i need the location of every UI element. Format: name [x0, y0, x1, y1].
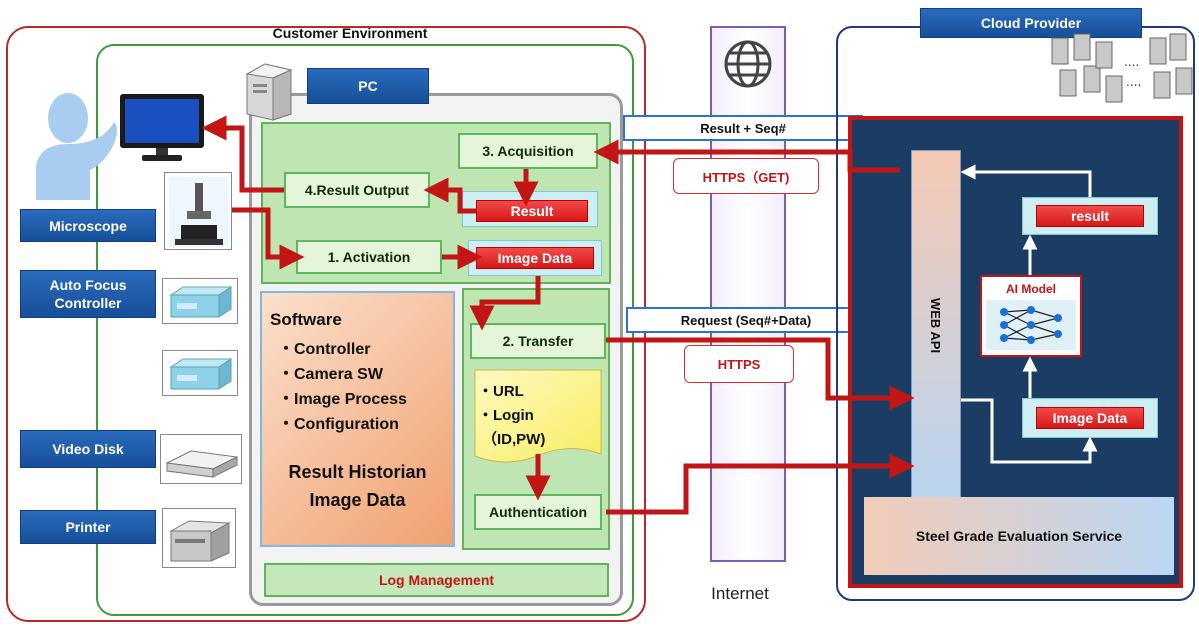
svg-text:....: ....: [1126, 75, 1141, 89]
cloud-image-data-item: Image Data: [1036, 407, 1144, 429]
ai-model-label: AI Model: [1006, 282, 1056, 296]
credentials-login: ・Login: [478, 407, 534, 424]
historian-line-1: Result Historian: [288, 461, 427, 482]
request-tag: Request (Seq#+Data): [626, 307, 866, 333]
controller-unit-icon: [162, 350, 238, 396]
web-api-column: WEB API: [911, 150, 961, 500]
log-management: Log Management: [264, 563, 609, 597]
video-disk-label: Video Disk: [20, 430, 156, 468]
customer-environment-title: Customer Environment: [272, 25, 428, 41]
credentials-url: ・URL: [478, 383, 524, 400]
acquisition-step: 3. Acquisition: [458, 133, 598, 169]
internet-channel: [710, 26, 786, 562]
neural-net-icon: [986, 300, 1076, 350]
monitor-icon: [116, 92, 208, 166]
historian-line-2: Image Data: [309, 489, 406, 510]
svg-text:....: ....: [1124, 55, 1139, 69]
software-item-camera: ・Camera SW: [278, 366, 383, 383]
result-seq-tag: Result + Seq#: [623, 115, 863, 141]
https-tag: HTTPS: [684, 345, 794, 383]
microscope-label: Microscope: [20, 209, 156, 242]
software-item-image-process: ・Image Process: [278, 391, 407, 408]
authentication-step: Authentication: [474, 494, 602, 530]
user-icon: [30, 88, 130, 200]
server-cluster-icon: .... ....: [1048, 32, 1196, 112]
web-api-label: WEB API: [928, 297, 944, 353]
image-data-item: Image Data: [476, 247, 594, 269]
software-item-configuration: ・Configuration: [278, 416, 399, 433]
microscope-icon: [164, 172, 232, 250]
video-disk-icon: [160, 434, 242, 484]
autofocus-controller-icon: [162, 278, 238, 324]
cloud-result-item: result: [1036, 205, 1144, 227]
printer-icon: [162, 508, 236, 568]
autofocus-controller-label: Auto Focus Controller: [20, 270, 156, 318]
https-get-tag: HTTPS（GET): [673, 158, 819, 194]
software-panel: [260, 291, 455, 547]
activation-step: 1. Activation: [296, 240, 442, 274]
steel-grade-service: Steel Grade Evaluation Service: [864, 497, 1174, 575]
printer-label: Printer: [20, 510, 156, 544]
pc-label: PC: [307, 68, 429, 104]
internet-label: Internet: [711, 584, 769, 603]
result-item: Result: [476, 200, 588, 222]
credentials-id-pw: （ID,PW): [482, 431, 546, 448]
transfer-step: 2. Transfer: [470, 323, 606, 359]
cloud-provider-label: Cloud Provider: [920, 8, 1142, 38]
pc-tower-icon: [241, 60, 297, 122]
software-item-controller: ・Controller: [278, 341, 371, 358]
result-output-step: 4.Result Output: [284, 172, 430, 208]
globe-icon: [722, 38, 774, 90]
software-title: Software: [270, 310, 342, 329]
